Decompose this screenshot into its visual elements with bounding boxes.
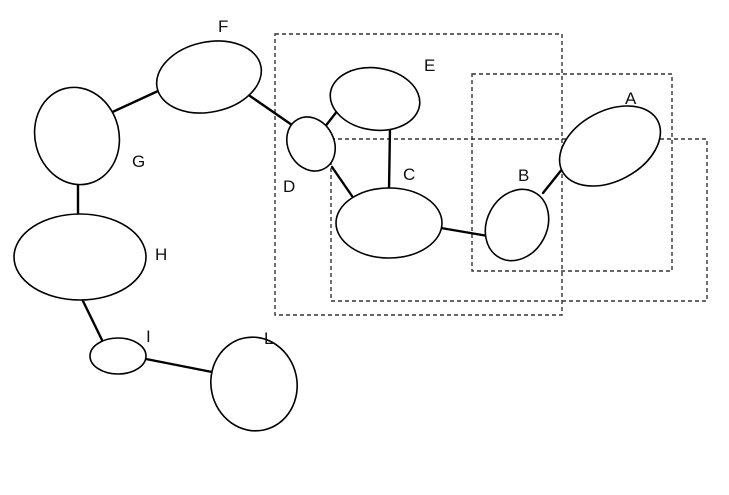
label-c: C	[403, 165, 415, 184]
node-c	[335, 187, 443, 259]
edge-c-b	[439, 226, 490, 238]
node-l	[210, 336, 298, 432]
node-e	[329, 66, 421, 132]
edge-e-c	[387, 126, 392, 192]
edge-b-a	[541, 166, 565, 195]
group-box-outer	[274, 33, 563, 316]
label-i: I	[146, 327, 151, 346]
label-a: A	[625, 89, 637, 108]
label-b: B	[518, 166, 529, 185]
group-box-right-upper	[471, 73, 673, 272]
edge-f-g	[104, 89, 160, 117]
node-b	[484, 188, 550, 262]
label-f: F	[218, 17, 228, 36]
label-l: L	[264, 329, 273, 348]
label-d: D	[283, 177, 295, 196]
label-h: H	[155, 245, 167, 264]
node-g	[33, 86, 121, 186]
node-a	[558, 105, 662, 187]
node-h	[13, 213, 147, 301]
edge-h-i	[80, 297, 104, 342]
node-i	[89, 337, 147, 375]
label-g: G	[132, 152, 145, 171]
edge-i-l	[144, 357, 214, 374]
group-box-right-lower	[330, 138, 708, 302]
label-e: E	[424, 56, 435, 75]
node-d	[286, 116, 336, 172]
edge-f-d	[248, 94, 294, 127]
node-f	[155, 40, 263, 114]
edge-d-c	[330, 165, 354, 198]
